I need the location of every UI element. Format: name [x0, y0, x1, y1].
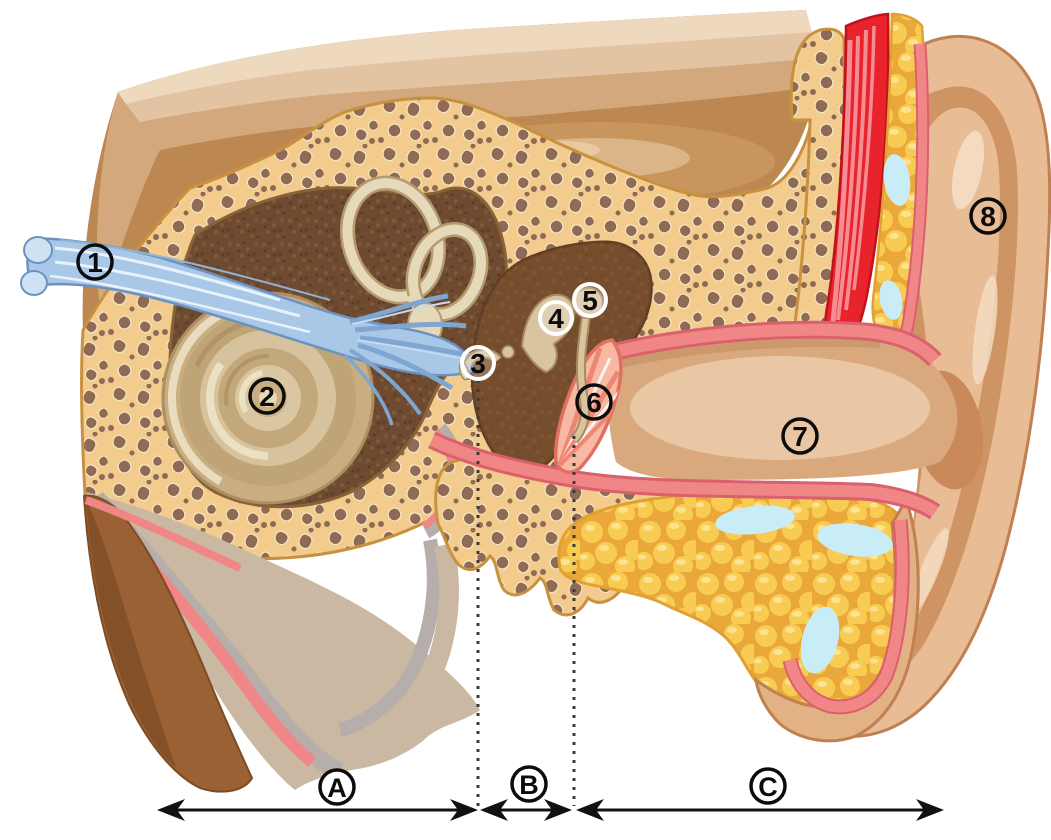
section-C-circle	[749, 767, 787, 805]
marker-3: 3	[460, 345, 496, 381]
cartilage-patch	[879, 280, 903, 320]
marker-2-circle	[248, 377, 286, 415]
marker-8-label: 8	[980, 201, 996, 232]
marker-5-label: 5	[582, 285, 598, 316]
marker-7-label: 7	[792, 421, 808, 452]
marker-2: 2	[248, 377, 286, 415]
section-A-circle	[318, 768, 356, 806]
section-B-circle	[510, 765, 548, 803]
marker-6-circle	[575, 383, 613, 421]
marker-7-circle	[781, 417, 819, 455]
temporal-muscle	[824, 12, 890, 366]
section-B-label: B	[519, 770, 539, 800]
marker-1-circle	[76, 243, 114, 281]
cartilage-patch	[883, 154, 911, 206]
ear-canal	[428, 320, 958, 520]
marker-6: 6	[575, 383, 613, 421]
marker-1: 1	[76, 243, 114, 281]
cartilage-patch	[715, 505, 795, 535]
marker-3-circle	[460, 345, 496, 381]
section-A-badge: A	[318, 768, 356, 806]
scalp-skin-layers	[82, 10, 820, 330]
section-C-label: C	[758, 772, 778, 802]
marker-4-label: 4	[548, 303, 564, 334]
marker-4-circle	[538, 300, 574, 336]
auditory-nerve	[20, 236, 474, 426]
section-B-badge: B	[510, 765, 548, 803]
fatty-tissue-lower	[557, 488, 920, 743]
arrowheads	[157, 799, 944, 821]
marker-7: 7	[781, 417, 819, 455]
marker-3-label: 3	[470, 348, 486, 379]
cartilage-patch	[800, 606, 840, 674]
marker-6-label: 6	[586, 387, 602, 418]
marker-2-label: 2	[259, 381, 275, 412]
marker-8: 8	[969, 197, 1007, 235]
marker-1-label: 1	[87, 247, 103, 278]
section-A-label: A	[327, 773, 347, 803]
marker-8-circle	[969, 197, 1007, 235]
cartilage-patch	[817, 523, 893, 557]
marker-5: 5	[572, 282, 608, 318]
marker-4: 4	[538, 300, 574, 336]
marker-5-circle	[572, 282, 608, 318]
section-C-badge: C	[749, 767, 787, 805]
divider-dotted-lines	[476, 380, 576, 806]
